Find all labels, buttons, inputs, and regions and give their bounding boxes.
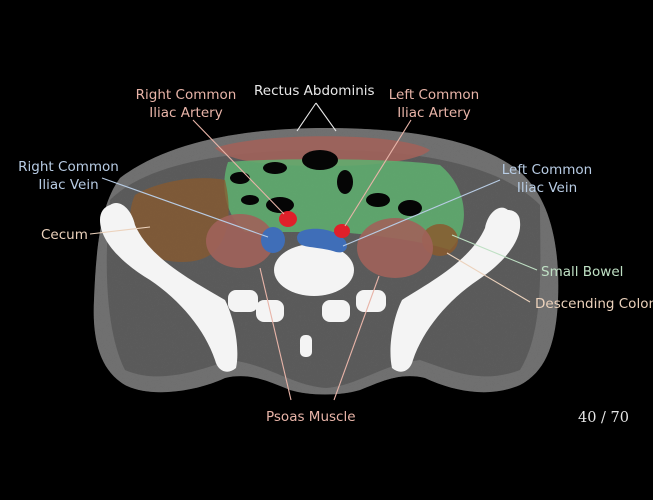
right-common-iliac-vein[interactable]	[261, 227, 285, 253]
label-line-2: Iliac Vein	[516, 180, 578, 196]
label-left-common-iliac-vein: Left Common Iliac Vein	[498, 161, 596, 197]
leader-lines	[89, 102, 538, 401]
label-rectus-abdominis: Rectus Abdominis	[254, 83, 375, 99]
slice-counter: 40 / 70	[578, 410, 630, 426]
label-left-common-iliac-artery: Left Common Iliac Artery	[384, 86, 484, 122]
label-right-common-iliac-vein: Right Common Iliac Vein	[16, 158, 121, 194]
label-line-2: Iliac Artery	[397, 105, 471, 121]
label-line-2: Iliac Artery	[149, 105, 223, 121]
right-common-iliac-artery[interactable]	[279, 211, 297, 227]
left-common-iliac-artery[interactable]	[334, 224, 350, 238]
label-line-1: Left Common	[501, 162, 593, 178]
left-psoas-muscle[interactable]	[357, 218, 433, 278]
right-psoas-muscle[interactable]	[206, 214, 274, 268]
label-line-1: Right Common	[135, 87, 237, 103]
left-common-iliac-vein[interactable]	[297, 228, 347, 253]
label-line-2: Iliac Vein	[38, 177, 99, 193]
label-descending-colon: Descending Colon	[535, 296, 653, 312]
label-line-1: Right Common	[18, 159, 119, 175]
label-line-1: Left Common	[388, 87, 480, 103]
bowel-gas	[230, 150, 422, 216]
label-cecum: Cecum	[41, 227, 88, 243]
label-right-common-iliac-artery: Right Common Iliac Artery	[134, 86, 238, 122]
cecum[interactable]	[130, 178, 229, 263]
label-small-bowel: Small Bowel	[541, 264, 624, 280]
pelvic-bones	[100, 202, 521, 372]
label-psoas-muscle: Psoas Muscle	[266, 409, 356, 425]
